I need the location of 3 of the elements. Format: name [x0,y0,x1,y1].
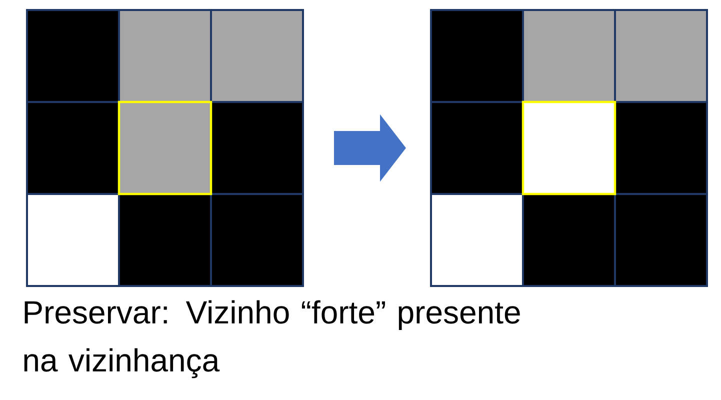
grid-drawing [26,9,304,287]
caption: Preservar: Vizinho “forte” presente na vizinhança [24,300,520,378]
grid-drawing [430,9,708,287]
